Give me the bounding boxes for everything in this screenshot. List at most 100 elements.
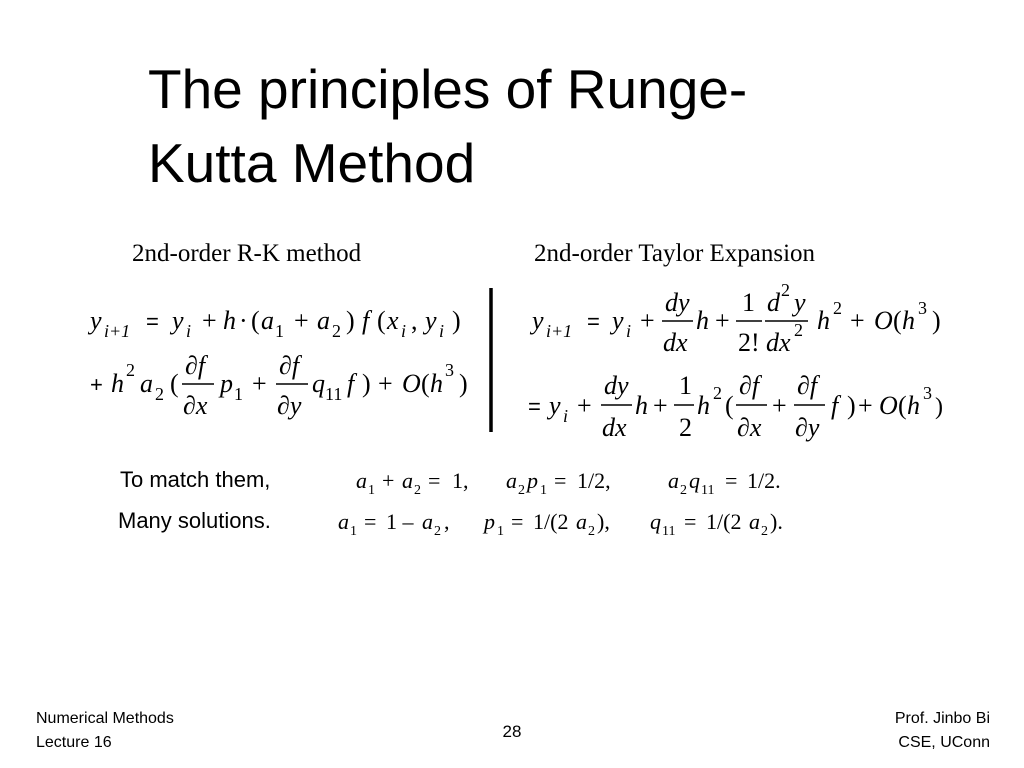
title-line-2: Kutta Method <box>148 132 476 194</box>
match-half: 1/2, <box>577 468 611 493</box>
footer-course-info: Numerical Methods Lecture 16 <box>36 707 174 755</box>
taylor-eq2-close2: ) <box>935 394 943 420</box>
taylor-eq1-y: y <box>529 306 544 335</box>
taylor-eq1-close: ) <box>932 306 941 335</box>
taylor-eq2-h2: h <box>697 391 710 420</box>
sol-frac-a2-sub: 2 <box>588 524 595 539</box>
taylor-eq2-dx: dx <box>602 413 627 442</box>
rk-eq2-dy: ∂y <box>277 391 302 420</box>
taylor-eq1-plus: + <box>640 306 655 335</box>
rk-eq2-dx: ∂x <box>183 391 208 420</box>
equation-figure: 2nd-order R-K method 2nd-order Taylor Ex… <box>82 224 944 608</box>
rk-eq1-a1: a <box>261 306 274 335</box>
taylor-eq2-O: O <box>879 391 898 420</box>
taylor-eq2-h3-sup: 3 <box>923 383 932 403</box>
taylor-eq2-plus4: + <box>858 391 873 420</box>
rk-equation-2: + h 2 a 2 ( ∂f ∂x p 1 + ∂f ∂y q 11 f ) +… <box>90 351 468 420</box>
rk-eq1-yi: y <box>169 306 184 335</box>
rk-eq1-y: y <box>87 306 102 335</box>
taylor-eq1-open: ( <box>893 306 902 335</box>
rk-eq2-q-sub: 11 <box>325 384 342 404</box>
match-a2c: a <box>668 468 679 493</box>
taylor-eq1-O: O <box>874 306 893 335</box>
rk-eq1-dot: · <box>239 306 248 335</box>
rk-eq2-close: ) <box>362 369 371 398</box>
taylor-eq2-open2: ( <box>898 391 907 420</box>
sol-frac-close-end: ). <box>770 509 783 534</box>
taylor-eq2-plus2: + <box>653 391 668 420</box>
rk-eq1-open: ( <box>251 306 260 335</box>
rk-eq1-comma: , <box>411 306 418 335</box>
solutions-label: Many solutions. <box>118 508 271 533</box>
rk-eq2-plus: + <box>90 372 103 397</box>
rk-eq1-x-sub: i <box>401 321 406 341</box>
taylor-eq2-dy2: ∂y <box>795 413 820 442</box>
rk-eq2-open: ( <box>170 369 179 398</box>
footer-lecture: Lecture 16 <box>36 734 112 751</box>
rk-heading: 2nd-order R-K method <box>132 240 362 267</box>
taylor-eq2-open: ( <box>725 391 734 420</box>
taylor-equation-1: y i+1 = y i + dy dx h + 1 2! d 2 y dx 2 … <box>529 280 941 357</box>
sol-eq3: = <box>684 509 696 534</box>
taylor-eq1-dx: dx <box>663 328 688 357</box>
match-a1-sub: 1 <box>368 483 375 498</box>
taylor-eq2-df2: ∂f <box>797 371 821 400</box>
rk-eq1-a2-sub: 2 <box>332 321 341 341</box>
taylor-eq1-h3: h <box>902 306 915 335</box>
match-q11: q <box>689 468 700 493</box>
taylor-heading: 2nd-order Taylor Expansion <box>534 240 816 267</box>
sol-q11: q <box>650 509 661 534</box>
rk-eq2-p: p <box>218 369 233 398</box>
rk-eq2-h2: h <box>430 369 443 398</box>
taylor-eq1-h2: h <box>817 306 830 335</box>
rk-eq2-df2: ∂f <box>279 351 303 380</box>
sol-a1-sub: 1 <box>350 524 357 539</box>
rk-eq2-h-sup: 2 <box>126 360 135 380</box>
rk-eq2-df1: ∂f <box>185 351 209 380</box>
rk-eq1-y2-sub: i <box>439 321 444 341</box>
solutions-row: Many solutions. a 1 = 1 – a 2 , p 1 = 1/… <box>118 508 783 539</box>
rk-eq1-yi-sub: i <box>186 321 191 341</box>
match-eq1: = <box>428 468 440 493</box>
rk-eq2-plus2: + <box>252 369 267 398</box>
rk-equation-1: y i+1 = y i + h · ( a 1 + a 2 ) f ( x i … <box>87 306 461 341</box>
footer-dept: CSE, UConn <box>898 734 990 751</box>
rk-eq2-q: q <box>312 369 325 398</box>
taylor-eq2-two: 2 <box>679 413 692 442</box>
taylor-eq2-f: f <box>831 391 842 420</box>
rk-eq1-x: x <box>386 306 399 335</box>
rk-eq1-open2: ( <box>377 306 386 335</box>
sol-frac-open2: 1/(2 <box>706 509 741 534</box>
taylor-eq2-df1: ∂f <box>739 371 763 400</box>
match-half-end: 1/2. <box>747 468 781 493</box>
match-p1-sub: 1 <box>540 483 547 498</box>
sol-comma: , <box>444 509 450 534</box>
taylor-eq1-dx-sup: 2 <box>794 320 803 340</box>
footer-course: Numerical Methods <box>36 710 174 727</box>
match-q11-sub: 11 <box>701 483 714 498</box>
taylor-eq2-h2-sup: 2 <box>713 383 722 403</box>
rk-eq2-close2: ) <box>459 369 468 398</box>
taylor-eq2-yi-sub: i <box>563 406 568 426</box>
taylor-eq2-close: ) <box>847 391 856 420</box>
taylor-eq1-y-num: y <box>791 288 806 317</box>
taylor-eq1-h: h <box>696 306 709 335</box>
match-a2b: a <box>506 468 517 493</box>
match-a2c-sub: 2 <box>680 483 687 498</box>
taylor-eq2-equals: = <box>528 394 541 419</box>
footer-author: Prof. Jinbo Bi <box>894 710 990 727</box>
rk-eq2-O: O <box>402 369 421 398</box>
match-label: To match them, <box>120 467 270 492</box>
equation-svg: 2nd-order R-K method 2nd-order Taylor Ex… <box>87 240 943 539</box>
match-a1: a <box>356 468 367 493</box>
rk-eq2-h: h <box>111 369 124 398</box>
rk-eq1-equals: = <box>146 309 159 334</box>
taylor-eq2-h3: h <box>907 391 920 420</box>
taylor-eq2-one: 1 <box>679 371 692 400</box>
match-eq2: = <box>554 468 566 493</box>
match-a2b-sub: 2 <box>518 483 525 498</box>
sol-frac-close: ), <box>597 509 610 534</box>
footer-author-info: Prof. Jinbo Bi CSE, UConn <box>895 707 990 755</box>
sol-one-minus: 1 – <box>386 509 415 534</box>
sol-eq2: = <box>511 509 523 534</box>
